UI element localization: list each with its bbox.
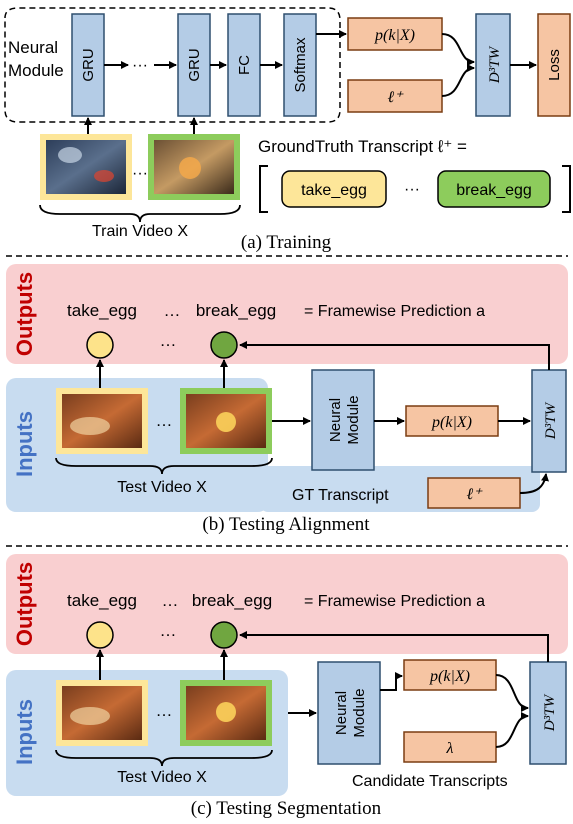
transcript-item-break-egg (437, 170, 551, 208)
gru-block-2 (177, 13, 211, 117)
curve-p-d3tw (441, 33, 475, 66)
framewise-prediction-text: = Framewise Prediction a (304, 303, 485, 320)
transcript-bracket-left (259, 165, 268, 213)
softmax-block-label: Softmax (292, 37, 309, 93)
caption-training: (a) Training (241, 232, 332, 253)
caption-testing-segmentation: (c) Testing Segmentation (191, 798, 382, 819)
loss-label: Loss (546, 49, 563, 81)
p-k-x-label: p(k|X) (374, 27, 415, 44)
pred-label-take-egg: take_egg (67, 301, 137, 320)
test-frame-1-detail (70, 707, 110, 725)
gru-block-1 (71, 13, 105, 117)
test-video-brace (55, 457, 273, 475)
test-frame-2-detail (216, 702, 236, 722)
train-frame-1-detail (58, 147, 82, 163)
neural-module-label-2: Module (8, 61, 64, 80)
feedback-arrow-d3tw-circle (239, 631, 549, 662)
test-video-label: Test Video X (117, 769, 207, 786)
test-video-dots: … (156, 701, 173, 720)
transcript-item-break-egg-label: break_egg (456, 182, 532, 199)
pred-circle-green (210, 331, 238, 359)
testing-alignment-section: Outputs Inputs take_egg … break_egg = Fr… (6, 264, 568, 535)
arrow-neural-p (380, 672, 403, 691)
outputs-region (6, 554, 568, 654)
l-plus-label: ℓ⁺ (466, 486, 483, 503)
pred-circle-dots: … (160, 621, 177, 640)
curve-lambda-d3tw (495, 712, 529, 748)
pred-label-take-egg: take_egg (67, 591, 137, 610)
d3tw-block (531, 369, 567, 473)
pred-label-dots: … (164, 301, 181, 320)
test-video-dots: … (156, 411, 173, 430)
neural-module-label-1: Neural (333, 691, 350, 735)
test-frame-2-detail (216, 412, 236, 432)
test-video-brace (55, 749, 273, 767)
gt-transcript-label: GroundTruth Transcript ℓ⁺ = (258, 137, 467, 156)
pred-circle-dots: … (160, 331, 177, 350)
gru-chain-dots: ··· (132, 57, 148, 74)
transcript-bracket-right (562, 165, 571, 213)
curve-l-d3tw (441, 64, 475, 97)
d3tw-label: D³TW (542, 693, 558, 732)
neural-module-label-1: Neural (327, 398, 344, 442)
candidate-transcripts-label: Candidate Transcripts (352, 773, 508, 790)
neural-module-boundary (4, 7, 341, 123)
testing-segmentation-section: Outputs Inputs take_egg … break_egg = Fr… (6, 554, 568, 819)
train-video-brace (39, 204, 241, 223)
pred-circle-green (210, 621, 238, 649)
transcript-item-take-egg (281, 170, 387, 208)
outputs-label: Outputs (12, 272, 37, 356)
curve-p-d3tw (495, 674, 529, 712)
fc-block (227, 13, 261, 117)
d3tw-label: D³TW (487, 45, 503, 84)
l-plus-box (347, 79, 443, 113)
gru-block-1-label: GRU (80, 48, 97, 81)
inputs-label: Inputs (12, 411, 37, 477)
neural-module-block (317, 661, 381, 765)
training-section: Neural Module GRU ··· GRU FC Softmax p(k… (4, 7, 571, 253)
gt-transcript-label: GT Transcript (292, 487, 389, 504)
neural-module-label-2: Module (351, 688, 368, 737)
pred-circle-yellow (86, 621, 114, 649)
p-k-x-label: p(k|X) (429, 668, 470, 685)
lambda-box (403, 731, 497, 763)
test-video-label: Test Video X (117, 479, 207, 496)
framewise-prediction-text: = Framewise Prediction a (304, 593, 485, 610)
d3tw-block (529, 661, 567, 765)
lambda-label: λ (446, 740, 454, 757)
d3tw-label: D³TW (543, 401, 559, 440)
pred-label-break-egg: break_egg (192, 591, 272, 610)
d3tw-block (475, 13, 511, 117)
fc-block-label: FC (236, 55, 253, 75)
pred-label-dots: … (162, 591, 179, 610)
pred-label-break-egg: break_egg (196, 301, 276, 320)
l-plus-box (427, 477, 521, 509)
loss-block (537, 13, 571, 117)
outputs-label: Outputs (12, 562, 37, 646)
train-video-dots: ··· (132, 165, 148, 182)
inputs-label: Inputs (12, 699, 37, 765)
caption-testing-alignment: (b) Testing Alignment (202, 514, 370, 535)
train-video-label: Train Video X (92, 223, 188, 240)
train-frame-2-detail (179, 157, 201, 179)
l-plus-label: ℓ⁺ (387, 89, 404, 106)
outputs-region (6, 264, 568, 364)
test-frame-1-detail (70, 417, 110, 435)
p-k-x-label: p(k|X) (431, 414, 472, 431)
curve-l-d3tw (519, 473, 549, 494)
pred-circle-yellow (86, 331, 114, 359)
neural-module-label-2: Module (345, 395, 362, 444)
transcript-item-take-egg-label: take_egg (301, 182, 367, 199)
transcript-dots: ··· (404, 181, 420, 198)
softmax-block (283, 13, 317, 117)
train-frame-1-detail-2 (94, 170, 114, 182)
feedback-arrow-d3tw-circle (239, 341, 550, 370)
train-frame-1-image (46, 140, 126, 194)
gru-block-2-label: GRU (186, 48, 203, 81)
p-k-x-box (347, 17, 443, 51)
neural-module-label-1: Neural (8, 38, 58, 57)
